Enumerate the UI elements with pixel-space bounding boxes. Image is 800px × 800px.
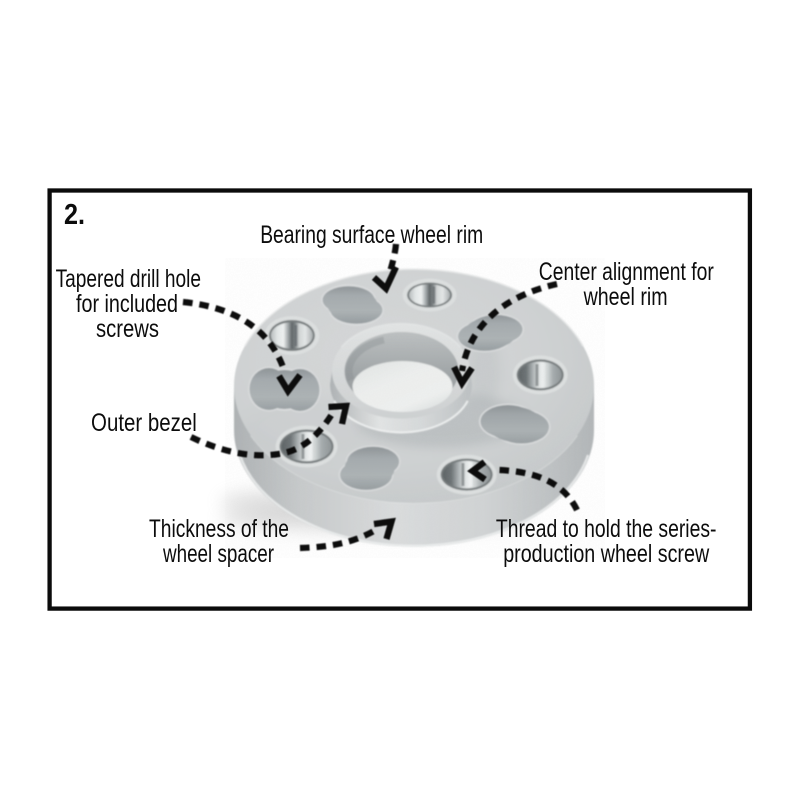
svg-text:2.: 2. xyxy=(64,199,85,231)
svg-text:screws: screws xyxy=(96,315,159,343)
svg-text:Thread to hold the series-: Thread to hold the series- xyxy=(496,515,717,543)
svg-text:production wheel screw: production wheel screw xyxy=(503,540,710,568)
svg-text:Thickness of the: Thickness of the xyxy=(149,515,289,543)
svg-text:Center alignment for: Center alignment for xyxy=(539,258,714,286)
svg-text:for included: for included xyxy=(76,290,178,318)
svg-text:Tapered drill hole: Tapered drill hole xyxy=(56,265,201,293)
svg-text:Outer bezel: Outer bezel xyxy=(91,409,197,437)
svg-text:Bearing surface wheel rim: Bearing surface wheel rim xyxy=(260,221,483,249)
svg-text:wheel spacer: wheel spacer xyxy=(162,540,274,568)
svg-text:wheel rim: wheel rim xyxy=(583,283,668,311)
